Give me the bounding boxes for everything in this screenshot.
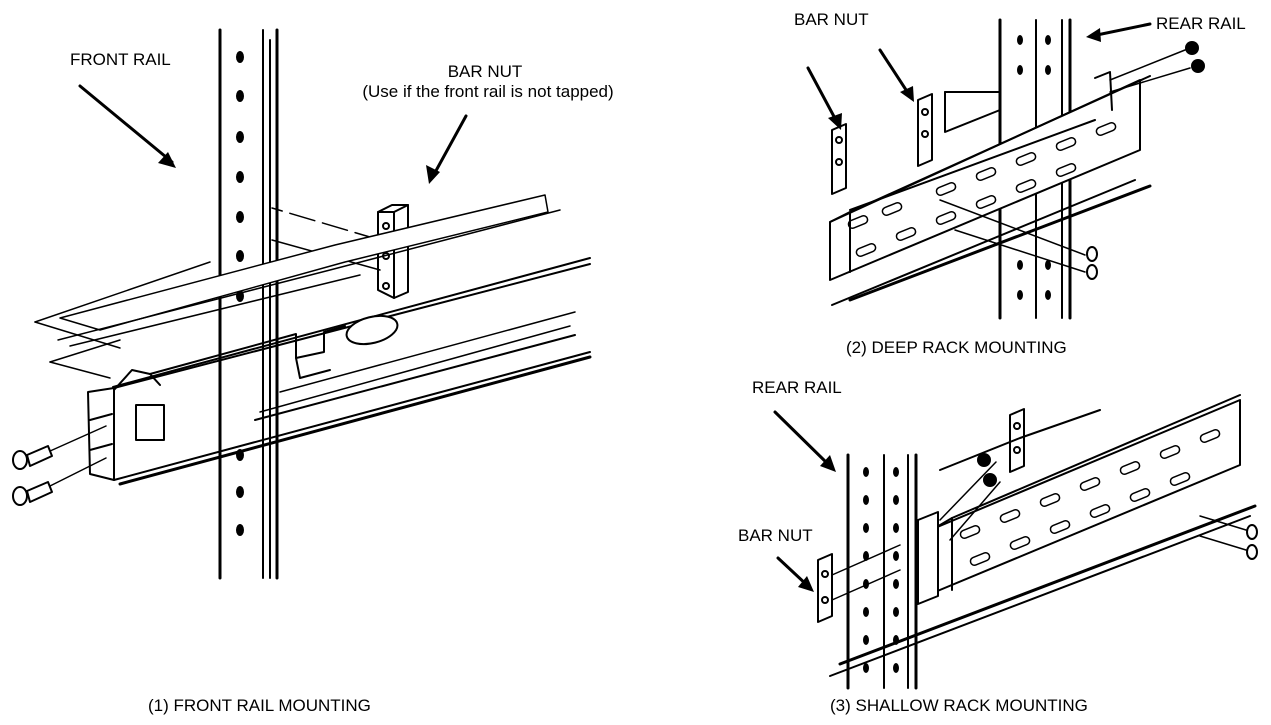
screw-upper xyxy=(12,445,53,470)
front-rail-label: FRONT RAIL xyxy=(70,50,171,69)
panel-front-rail-mounting xyxy=(12,28,592,580)
caption-deep-rack-mounting: (2) DEEP RACK MOUNTING xyxy=(846,338,1067,357)
bar-nut-part xyxy=(377,204,409,299)
screw-lower xyxy=(12,481,53,506)
front-rail-post xyxy=(218,28,279,580)
slide-rail xyxy=(829,394,1257,677)
bar-nuts xyxy=(817,408,1025,623)
screws xyxy=(939,41,1205,280)
label-arrows xyxy=(806,22,1152,130)
bar-nut-label-deep: BAR NUT xyxy=(794,10,869,29)
panel-deep-rack-mounting xyxy=(806,18,1205,320)
rail-slots xyxy=(847,122,1117,257)
rear-rail-post xyxy=(846,453,918,690)
caption-shallow-rack-mounting: (3) SHALLOW RACK MOUNTING xyxy=(830,696,1088,715)
panel-shallow-rack-mounting xyxy=(773,394,1258,690)
bar-nut-label-shallow: BAR NUT xyxy=(738,526,813,545)
screws xyxy=(12,425,107,506)
slide-rail xyxy=(829,71,1152,306)
rear-rail-label-shallow: REAR RAIL xyxy=(752,378,842,397)
rail-slots xyxy=(959,429,1221,566)
bar-nut-label: BAR NUT xyxy=(447,62,523,81)
label-arrows xyxy=(773,410,836,592)
caption-front-rail-mounting: (1) FRONT RAIL MOUNTING xyxy=(148,696,371,715)
label-arrows xyxy=(78,84,468,184)
rear-rail-label-deep: REAR RAIL xyxy=(1156,14,1246,33)
rail-holes xyxy=(863,467,899,673)
bar-nuts xyxy=(831,93,933,195)
screws xyxy=(831,453,1258,601)
rail-holes xyxy=(1017,35,1051,300)
mounting-plate xyxy=(34,261,211,379)
bar-nut-note: (Use if the front rail is not tapped) xyxy=(362,82,614,101)
slide-rail xyxy=(57,194,592,486)
